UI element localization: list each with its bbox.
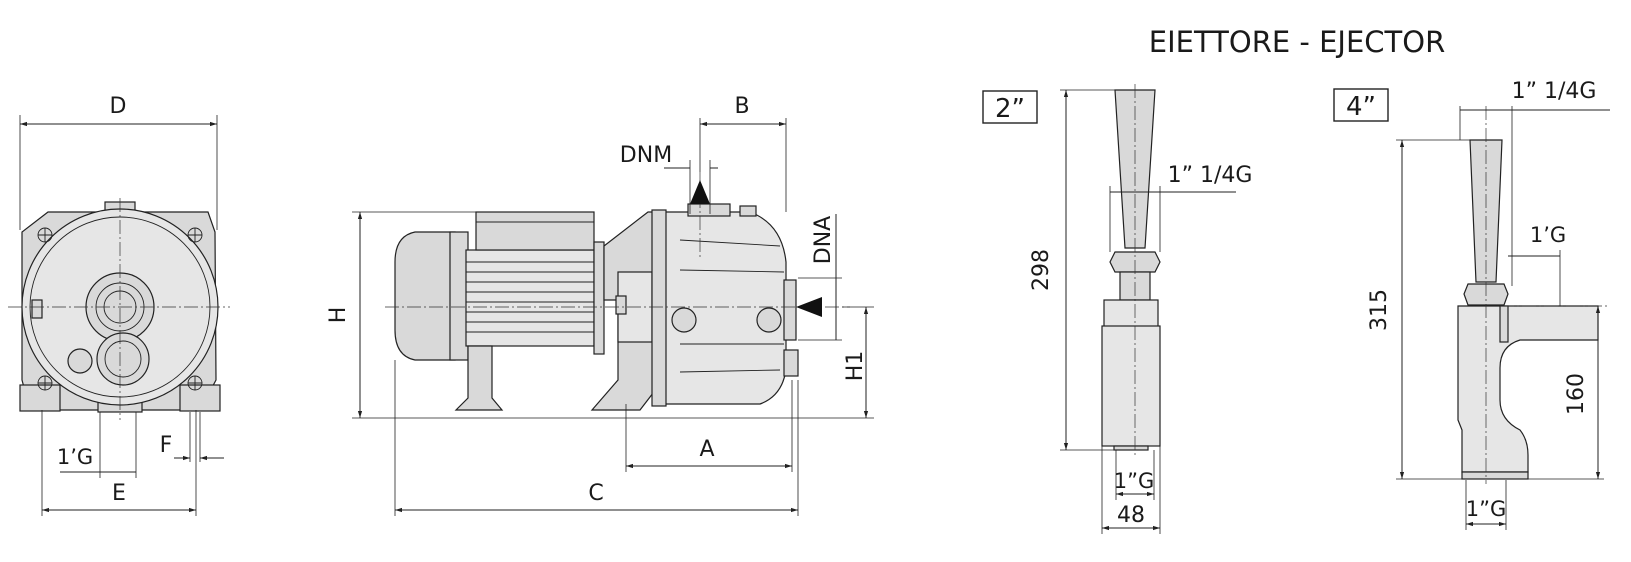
- terminal-box: [475, 211, 595, 251]
- ejector-title: EIETTORE - EJECTOR: [1149, 25, 1445, 59]
- pump-front-view: D E 1’G F: [8, 94, 230, 516]
- ejector-4in-lower-height-label: 160: [1564, 373, 1589, 415]
- ejector-2in-bottom-thread-label: 1”G: [1114, 469, 1155, 493]
- side-dnm-label: DNM: [620, 143, 672, 168]
- dna-flow-arrow: [796, 297, 822, 317]
- front-dim-e-label: E: [112, 481, 126, 506]
- ejector-4in-size-label: 4”: [1346, 92, 1376, 122]
- front-inlet-thread-label: 1’G: [57, 445, 93, 469]
- ejector-2in-body: [1101, 325, 1161, 447]
- inlet-nozzle: [783, 279, 797, 341]
- dnm-flow-arrow: [690, 180, 710, 204]
- outlet-boss: [687, 203, 731, 217]
- side-dim-b-label: B: [734, 94, 749, 119]
- ejector-4in-view: 4” 1” 1/4G 1’G 315 160 1”G: [1333, 79, 1610, 530]
- ejector-2in-size-box: [982, 90, 1038, 124]
- side-dim-a-label: A: [699, 437, 714, 462]
- motor-cooling-fins: [466, 261, 594, 333]
- ejector-2in-height-label: 298: [1029, 249, 1054, 291]
- front-dim-f-label: F: [160, 433, 173, 458]
- side-dim-h1-label: H1: [843, 351, 868, 382]
- side-dim-h-label: H: [326, 307, 351, 324]
- motor-body: [465, 249, 595, 347]
- ejector-4in-size-box: [1333, 88, 1389, 122]
- side-dna-label: DNA: [811, 216, 836, 264]
- ejector-4in-bottom-thread-label: 1”G: [1466, 497, 1507, 521]
- pump-front-right-foot: [179, 384, 221, 412]
- pump-front-drain-plug: [67, 348, 93, 374]
- pump-front-bolts: [37, 227, 203, 391]
- ejector-2in-width-label: 48: [1117, 503, 1145, 528]
- ejector-4in-side-thread-label: 1’G: [1530, 223, 1566, 247]
- side-port-left: [671, 307, 697, 333]
- side-port-right: [756, 307, 782, 333]
- ejector-2in-view: 2” 298 1” 1/4G 1”G 48: [982, 84, 1253, 534]
- side-dim-c-label: C: [588, 481, 603, 506]
- pump-side-view: DNM DNA B H H1 A C: [326, 94, 874, 516]
- ejector-4in-height-label: 315: [1367, 289, 1392, 331]
- front-dim-d-label: D: [110, 94, 127, 119]
- pump-front-side-plug: [31, 299, 43, 319]
- ejector-2in-top-thread-label: 1” 1/4G: [1168, 163, 1253, 188]
- motor-end-cap: [394, 231, 456, 361]
- motor-foot: [454, 345, 504, 411]
- ejector-4in-top-thread-label: 1” 1/4G: [1512, 79, 1597, 104]
- ejector-2in-size-label: 2”: [995, 94, 1025, 124]
- ejector-4in-body: [1457, 305, 1599, 473]
- pump-front-left-foot: [19, 384, 61, 412]
